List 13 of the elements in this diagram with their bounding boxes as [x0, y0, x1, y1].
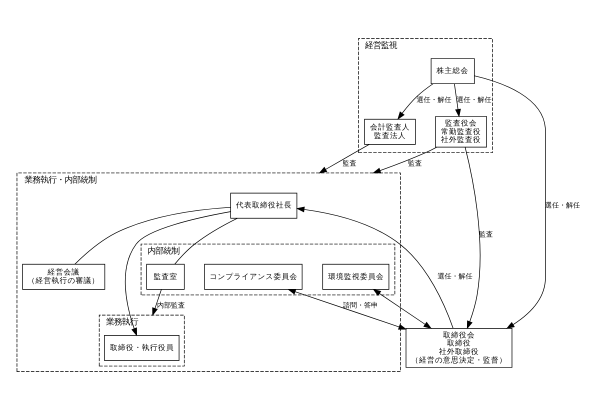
connector: [74, 206, 231, 264]
arrow: [318, 144, 370, 173]
arrow: [152, 288, 162, 316]
arrow: [474, 74, 546, 328]
arrow: [372, 288, 432, 328]
arrow: [372, 146, 438, 173]
arrow: [464, 146, 480, 329]
arrow: [454, 82, 461, 117]
arrow: [397, 82, 434, 120]
arrow: [296, 206, 454, 328]
arrow: [287, 288, 407, 330]
connector: [174, 217, 238, 264]
arrow: [124, 210, 231, 336]
